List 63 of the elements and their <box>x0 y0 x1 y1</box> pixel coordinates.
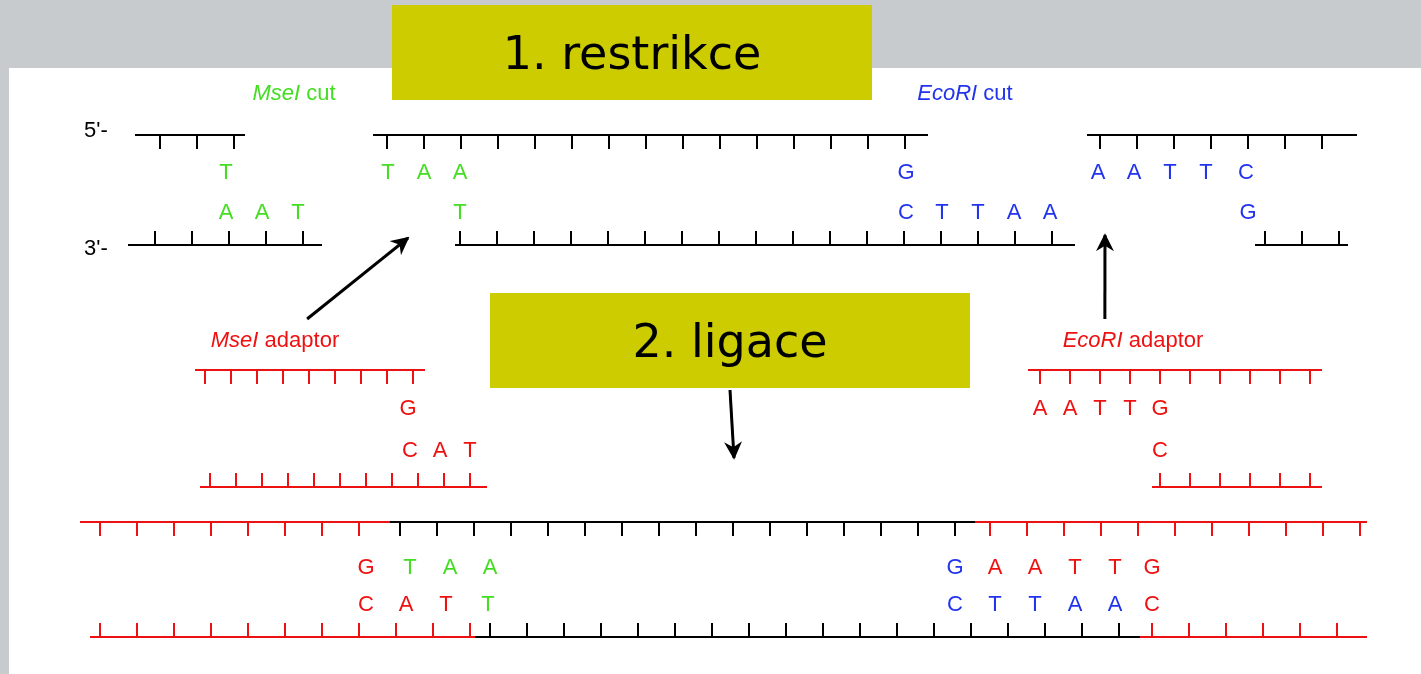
base-letter: A <box>987 556 1003 578</box>
base-letter: T <box>1199 161 1213 183</box>
base-letter: T <box>988 593 1002 615</box>
base-letter: G <box>1143 556 1161 578</box>
base-letter: A <box>1042 201 1058 223</box>
base-letter: A <box>482 556 498 578</box>
base-letter: T <box>403 556 417 578</box>
step-box <box>490 293 970 388</box>
base-letter: G <box>897 161 915 183</box>
base-letter: A <box>1006 201 1022 223</box>
base-letter: T <box>1093 397 1107 419</box>
base-letter: C <box>898 201 914 223</box>
base-letter: C <box>947 593 963 615</box>
base-letter: T <box>463 439 477 461</box>
base-letter: A <box>1027 556 1043 578</box>
base-letter: G <box>399 397 417 419</box>
base-letter: T <box>1123 397 1137 419</box>
base-letter: A <box>398 593 414 615</box>
base-letter: T <box>481 593 495 615</box>
base-letter: T <box>1108 556 1122 578</box>
base-letter: A <box>452 161 468 183</box>
enzyme-cut-label: EcoRI cut <box>917 82 1013 104</box>
base-letter: T <box>291 201 305 223</box>
step-title: 2. ligace <box>632 313 828 368</box>
arrow <box>1095 233 1114 319</box>
enzyme-cut-label: MseI cut <box>252 82 336 104</box>
base-letter: T <box>935 201 949 223</box>
base-letter: G <box>357 556 375 578</box>
base-letter: T <box>1163 161 1177 183</box>
base-letter: G <box>946 556 964 578</box>
base-letter: C <box>1152 439 1168 461</box>
base-letter: A <box>1032 397 1048 419</box>
base-letter: A <box>432 439 448 461</box>
base-letter: T <box>1028 593 1042 615</box>
base-letter: G <box>1151 397 1169 419</box>
arrow <box>724 389 743 460</box>
base-letter: A <box>442 556 458 578</box>
base-letter: C <box>1238 161 1254 183</box>
base-letter: A <box>1067 593 1083 615</box>
strand-end-label: 5'- <box>84 119 108 141</box>
base-letter: A <box>1062 397 1078 419</box>
base-letter: A <box>1090 161 1106 183</box>
adaptor-label: EcoRI adaptor <box>1062 329 1204 351</box>
base-letter: A <box>1107 593 1123 615</box>
base-letter: C <box>1144 593 1160 615</box>
arrow <box>306 236 410 321</box>
strand-end-label: 3'- <box>84 237 108 259</box>
base-letter: A <box>254 201 270 223</box>
base-letter: T <box>453 201 467 223</box>
base-letter: T <box>971 201 985 223</box>
step-title: 1. restrikce <box>502 25 762 80</box>
base-letter: T <box>1068 556 1082 578</box>
base-letter: C <box>358 593 374 615</box>
step-box <box>392 5 872 100</box>
base-letter: A <box>416 161 432 183</box>
base-letter: C <box>402 439 418 461</box>
base-letter: A <box>1126 161 1142 183</box>
base-letter: A <box>218 201 234 223</box>
base-letter: G <box>1239 201 1257 223</box>
adaptor-label: MseI adaptor <box>210 329 340 351</box>
base-letter: T <box>439 593 453 615</box>
base-letter: T <box>219 161 233 183</box>
base-letter: T <box>381 161 395 183</box>
